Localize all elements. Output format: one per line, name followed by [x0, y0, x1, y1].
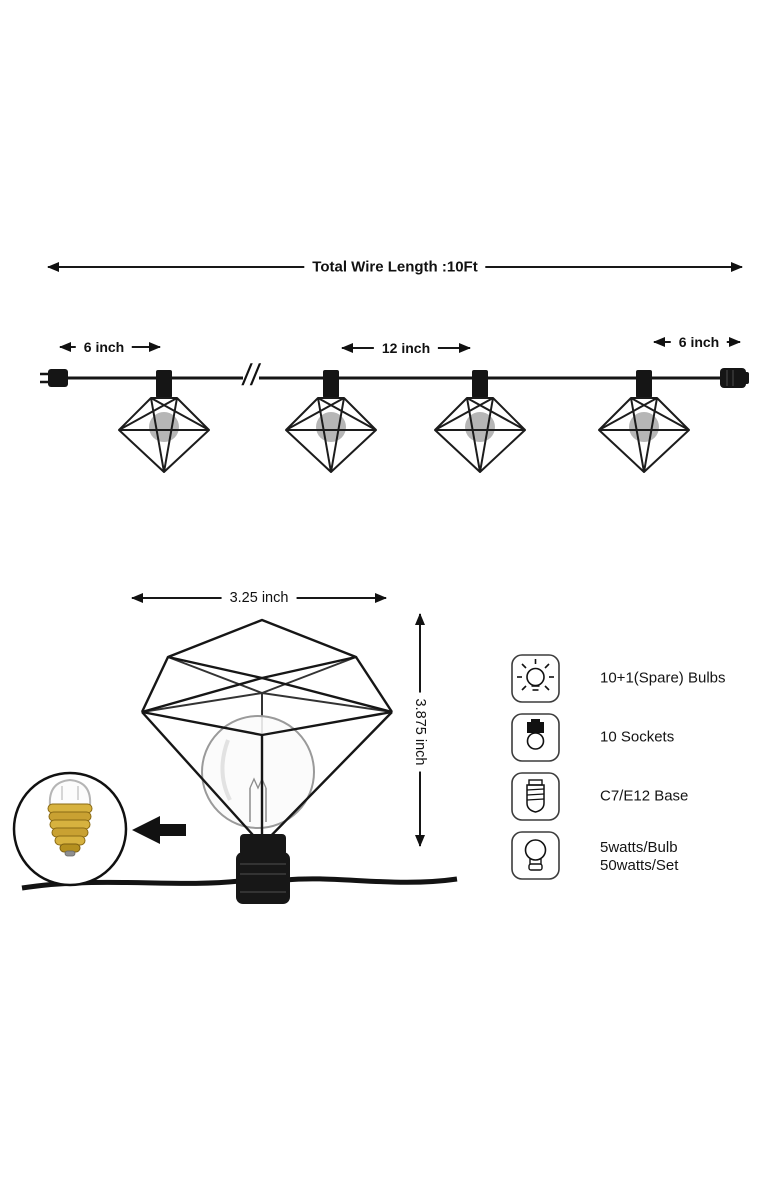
- cage-light-2: [285, 369, 377, 473]
- spec-label-bulbs: 10+1(Spare) Bulbs: [600, 669, 726, 687]
- right-connector-icon: [720, 368, 749, 388]
- socket-bulb-icon: [511, 713, 560, 762]
- spec-label-watts: 5watts/Bulb 50watts/Set: [600, 839, 678, 875]
- large-cage-light: [140, 618, 394, 904]
- lit-bulb-icon: [511, 654, 560, 703]
- lamp-base-icon: [511, 772, 560, 821]
- zoom-arrow-icon: [132, 816, 186, 844]
- bulb-outline-icon: [511, 831, 560, 880]
- spec-label-sockets: 10 Sockets: [600, 728, 675, 746]
- cage-light-3: [434, 369, 526, 473]
- brass-base: [47, 803, 93, 857]
- left-plug-icon: [40, 369, 68, 387]
- spec-label-base: C7/E12 Base: [600, 787, 689, 805]
- cage-light-1: [118, 369, 210, 473]
- spec-icons: [511, 654, 560, 880]
- bulb-base-inset: [12, 771, 128, 887]
- spec-label-watts-line2: 50watts/Set: [600, 857, 679, 874]
- bottom-wire: [21, 876, 458, 891]
- large-socket: [236, 834, 290, 904]
- glass-bulb: [201, 715, 315, 829]
- total-wire-length-label: Total Wire Length :10Ft: [304, 258, 486, 276]
- detail-height-label: 3.875 inch: [410, 692, 430, 772]
- detail-width-label: 3.25 inch: [221, 590, 297, 606]
- spec-label-watts-line1: 5watts/Bulb: [600, 839, 678, 856]
- cage-light-4: [598, 369, 690, 473]
- left-spacing-label: 6 inch: [75, 339, 133, 355]
- right-spacing-label: 6 inch: [670, 334, 728, 350]
- middle-spacing-label: 12 inch: [373, 340, 439, 356]
